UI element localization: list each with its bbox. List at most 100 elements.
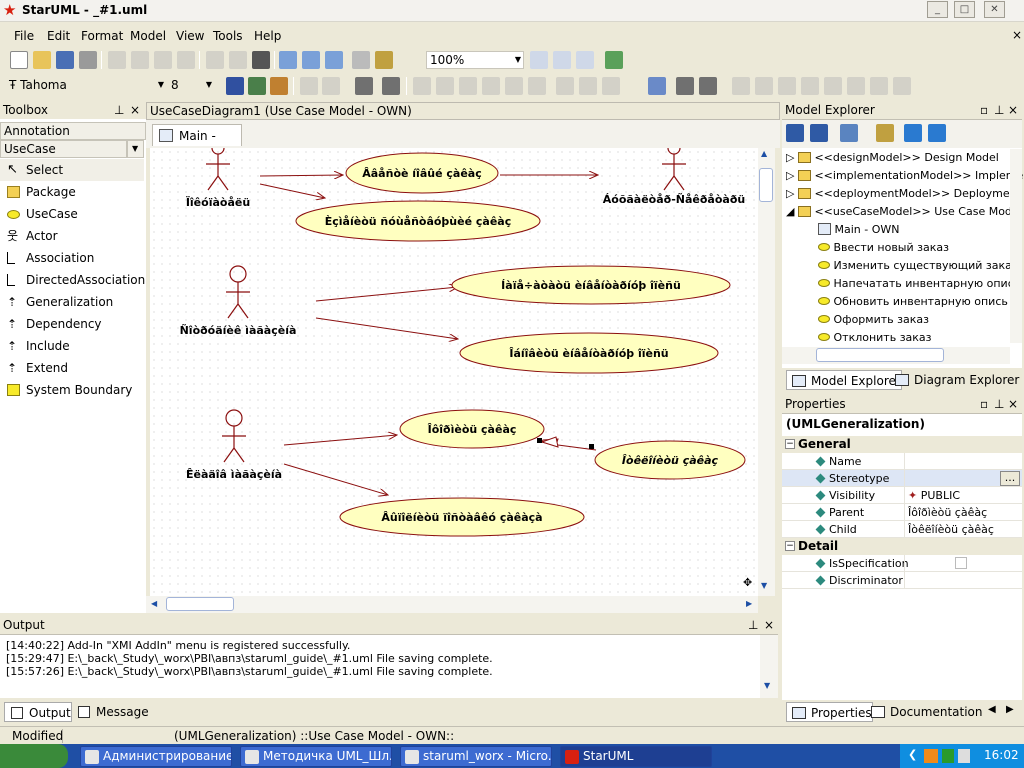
scroll-down-icon[interactable]: ▼: [764, 681, 771, 690]
toolbox-dropdown-icon[interactable]: ▼: [127, 140, 144, 158]
usecase-ellipse[interactable]: [451, 265, 731, 305]
new-icon[interactable]: [10, 51, 28, 69]
send-back-icon[interactable]: [699, 77, 717, 95]
scroll-right-icon[interactable]: ▶: [746, 599, 753, 608]
save-icon[interactable]: [56, 51, 74, 69]
output-close-icon[interactable]: ×: [764, 618, 775, 632]
prop-discriminator[interactable]: Discriminator: [782, 572, 1022, 589]
zoom-fit-icon[interactable]: [576, 51, 594, 69]
tree-item-usecase[interactable]: Напечатать инвентарную опись: [818, 275, 1020, 293]
selection-handle[interactable]: [537, 438, 542, 443]
start-button[interactable]: [0, 744, 68, 768]
style-icon[interactable]: [355, 77, 373, 95]
align-icon[interactable]: [824, 77, 842, 95]
xml-icon[interactable]: [352, 51, 370, 69]
dock-icon[interactable]: ▫: [980, 103, 989, 117]
toolbox-section-usecase[interactable]: UseCase: [0, 140, 127, 158]
assoc-line[interactable]: [315, 287, 458, 302]
align-bottom-icon[interactable]: [801, 77, 819, 95]
tree-item-main-own[interactable]: Main - OWN: [818, 221, 900, 239]
line-style-icon[interactable]: [382, 77, 400, 95]
assoc-line[interactable]: [283, 463, 388, 495]
fill-color-icon[interactable]: [270, 77, 288, 95]
tab-output[interactable]: Output: [4, 702, 72, 722]
usecase-ellipse[interactable]: [594, 440, 746, 480]
tree-item-usecase[interactable]: Обновить инвентарную опись: [818, 293, 1008, 311]
bring-front-icon[interactable]: [676, 77, 694, 95]
explorer-close-icon[interactable]: ×: [1008, 103, 1019, 117]
paste-icon[interactable]: [154, 51, 172, 69]
close-icon[interactable]: ✕: [984, 1, 1005, 18]
task-item-active[interactable]: StarUML: [560, 746, 712, 767]
show-icon[interactable]: [505, 77, 523, 95]
horizontal-scroll-thumb[interactable]: [166, 597, 234, 611]
align-top-icon[interactable]: [778, 77, 796, 95]
braces-icon[interactable]: [556, 77, 574, 95]
delete-icon[interactable]: [177, 51, 195, 69]
prop-isspecification[interactable]: IsSpecification: [782, 555, 1022, 572]
open-icon[interactable]: [33, 51, 51, 69]
usecase-ellipse[interactable]: [339, 497, 585, 537]
tab-scroll-right-icon[interactable]: ▶: [1006, 704, 1014, 715]
toolbox-item-generalization[interactable]: ⇡Generalization: [7, 295, 114, 309]
toolbox-close-icon[interactable]: ×: [130, 103, 141, 117]
menu-edit[interactable]: Edit: [47, 29, 71, 43]
usecase-ellipse[interactable]: [459, 332, 719, 374]
toolbox-item-select[interactable]: ↖Select: [0, 159, 144, 181]
move-up-icon[interactable]: [904, 124, 922, 142]
explorer-horizontal-scrollbar[interactable]: [782, 347, 1010, 364]
tab-scroll-left-icon[interactable]: ◀: [988, 704, 996, 715]
diagram-canvas[interactable]: Ïîêóïàòåëü Áóõãàëòåð-Ñåêðåòàðü Ñîòðóäíèê…: [150, 148, 758, 596]
category-detail[interactable]: −Detail: [782, 538, 1022, 555]
zoom-combo[interactable]: 100%▼: [426, 51, 524, 69]
menu-format[interactable]: Format: [81, 29, 124, 43]
tree-item-usecase[interactable]: Ввести новый заказ: [818, 239, 949, 257]
actor-figure[interactable]: [662, 148, 686, 191]
diagram-icon[interactable]: [279, 51, 297, 69]
pin-icon[interactable]: ⊥: [748, 618, 759, 632]
align-icon[interactable]: [847, 77, 865, 95]
font-color-icon[interactable]: [226, 77, 244, 95]
assoc-line[interactable]: [259, 183, 325, 198]
prop-visibility[interactable]: Visibility✦ PUBLIC: [782, 487, 1022, 504]
toolbox-item-directedassociation[interactable]: DirectedAssociation: [0, 269, 145, 291]
align-icon[interactable]: [893, 77, 911, 95]
tree-item-usecase[interactable]: Изменить существующий заказ: [818, 257, 1018, 275]
tab-documentation[interactable]: Documentation: [866, 702, 983, 722]
generalization-line[interactable]: [557, 444, 597, 451]
redo-icon[interactable]: [229, 51, 247, 69]
sort-icon[interactable]: [786, 124, 804, 142]
explorer-scroll-thumb[interactable]: [816, 348, 944, 362]
prop-stereotype[interactable]: Stereotype...: [782, 470, 1022, 487]
tab-properties[interactable]: Properties: [786, 702, 873, 722]
undo-icon[interactable]: [206, 51, 224, 69]
task-item[interactable]: staruml_worx - Micro...: [400, 746, 552, 767]
show-icon[interactable]: [482, 77, 500, 95]
minimize-icon[interactable]: _: [927, 1, 948, 18]
prop-name[interactable]: Name: [782, 453, 1022, 470]
menu-view[interactable]: View: [176, 29, 205, 43]
scroll-left-icon[interactable]: ◀: [151, 599, 158, 608]
toolbox-item-extend[interactable]: ⇡Extend: [7, 361, 68, 375]
sort-icon[interactable]: [810, 124, 828, 142]
tab-message[interactable]: Message: [72, 702, 149, 722]
filter-icon[interactable]: [840, 124, 858, 142]
actor-figure[interactable]: [222, 409, 246, 463]
output-scrollbar[interactable]: ▼: [760, 635, 778, 698]
show-icon[interactable]: [579, 77, 597, 95]
tree-item-usecase[interactable]: Оформить заказ: [818, 311, 929, 329]
scroll-down-icon[interactable]: ▼: [761, 581, 768, 590]
menu-model[interactable]: Model: [130, 29, 167, 43]
tree-item-usecase-model[interactable]: ◢ <<useCaseModel>> Use Case Model: [786, 205, 1022, 218]
align-left-icon[interactable]: [732, 77, 750, 95]
align-icon[interactable]: [870, 77, 888, 95]
diagram-vertical-scrollbar[interactable]: ▲ ▼ ✥: [743, 148, 775, 596]
isspecification-checkbox[interactable]: [955, 557, 967, 569]
font-size-combo[interactable]: 8▼: [171, 78, 212, 92]
show-icon[interactable]: [436, 77, 454, 95]
print-icon[interactable]: [79, 51, 97, 69]
find-icon[interactable]: [252, 51, 270, 69]
toolbox-item-usecase[interactable]: UseCase: [0, 203, 144, 225]
menu-help[interactable]: Help: [254, 29, 282, 43]
